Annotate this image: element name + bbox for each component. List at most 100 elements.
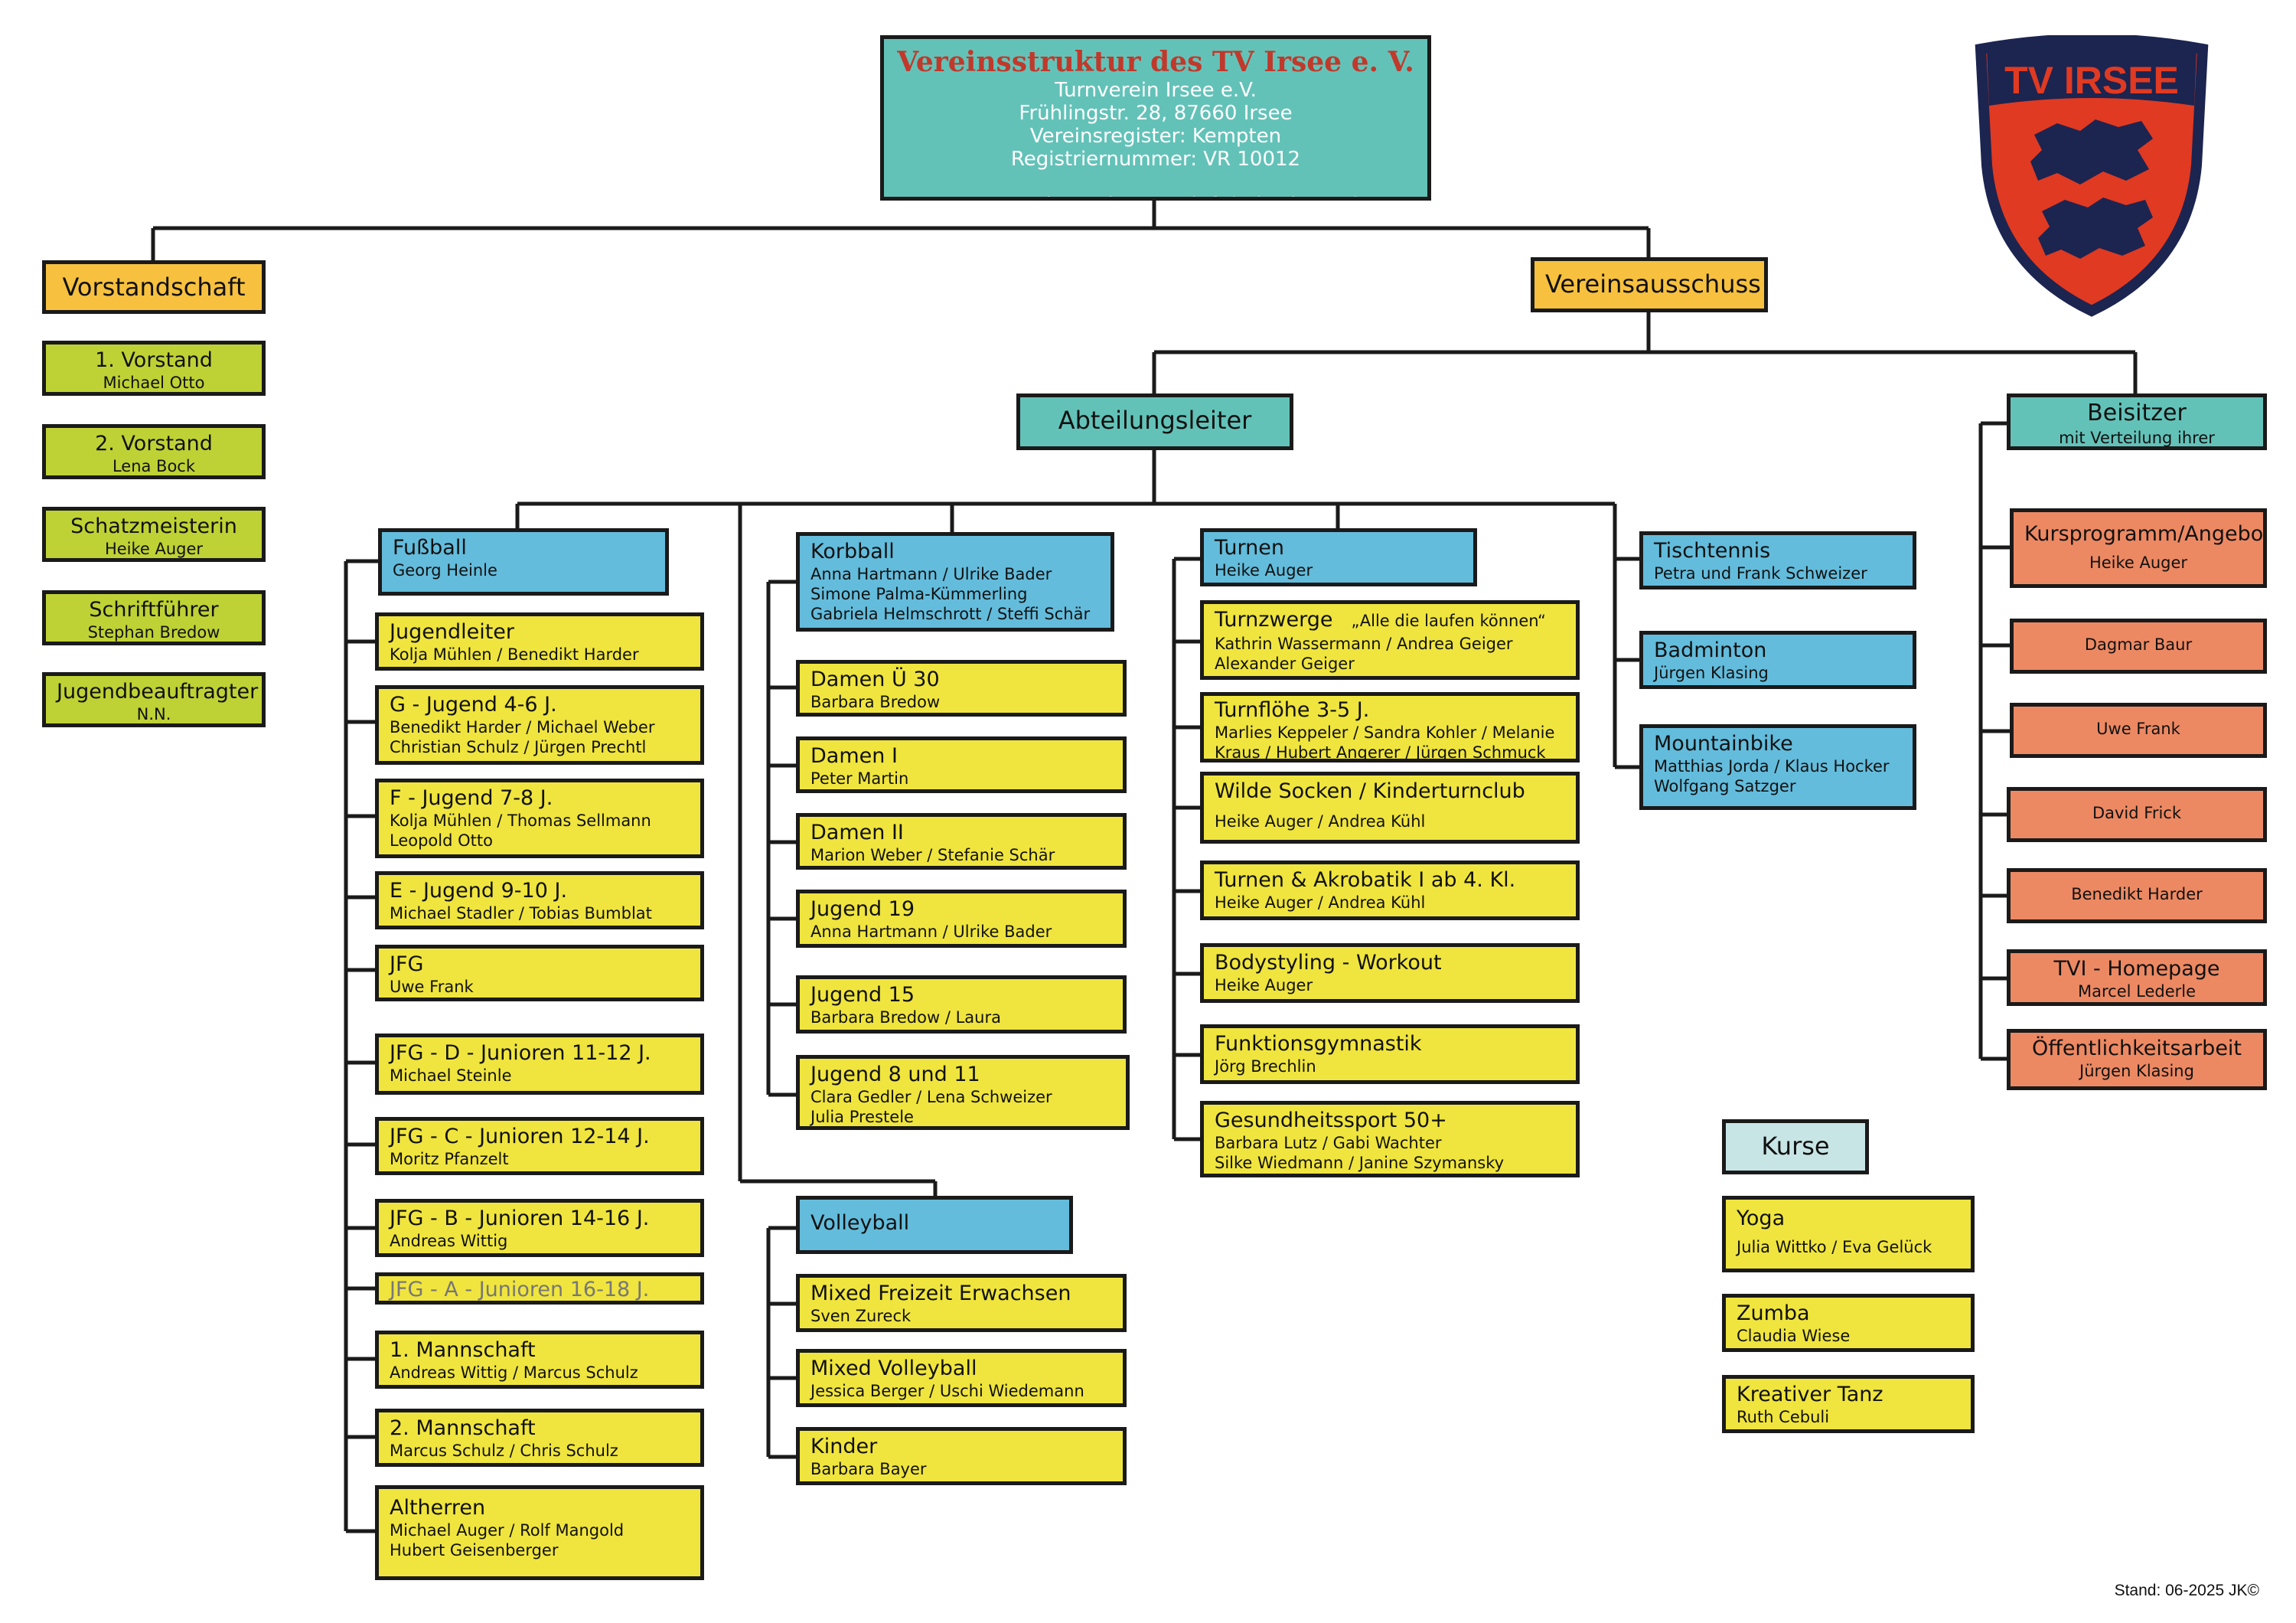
volleyball-item-3-names: Barbara Bayer: [810, 1460, 927, 1478]
fussball-item-3-names: Kolja Mühlen / Thomas Sellmann Leopold O…: [390, 812, 651, 850]
fussball-names: Georg Heinle: [393, 561, 497, 580]
turnen-item-3-names: Heike Auger / Andrea Kühl: [1215, 812, 1426, 831]
fussball-item-1: Jugendleiter Kolja Mühlen / Benedikt Har…: [375, 612, 704, 671]
volleyball-item-1-names: Sven Zureck: [810, 1307, 912, 1325]
kurse-label: Kurse: [1761, 1132, 1830, 1161]
mountainbike-title: Mountainbike: [1654, 732, 1793, 756]
jugendbeauftragter-name: N.N.: [136, 705, 171, 723]
header-line-2: Frühlingstr. 28, 87660 Irsee: [1019, 102, 1293, 125]
fussball-item-1-title: Jugendleiter: [390, 620, 514, 644]
fussball-item-4-title: E - Jugend 9-10 J.: [390, 879, 568, 903]
stand-note: Stand: 06-2025 JK©: [2114, 1582, 2259, 1599]
fussball-item-1-names: Kolja Mühlen / Benedikt Harder: [390, 645, 639, 664]
vorstand-1-box: 1. Vorstand Michael Otto: [42, 341, 266, 396]
tischtennis-box: Tischtennis Petra und Frank Schweizer: [1639, 531, 1916, 589]
kurs-item-1-names: Julia Wittko / Eva Gelück: [1737, 1238, 1932, 1256]
beisitzer-item-4-title: David Frick: [2092, 804, 2182, 822]
turnen-item-5-title: Bodystyling - Workout: [1215, 951, 1442, 975]
abteilungsleiter-label: Abteilungsleiter: [1058, 406, 1252, 435]
korbball-item-1: Damen Ü 30 Barbara Bredow: [796, 660, 1127, 717]
schriftfuehrer-box: Schriftführer Stephan Bredow: [42, 590, 266, 645]
turnen-title: Turnen: [1215, 536, 1284, 560]
badminton-box: Badminton Jürgen Klasing: [1639, 631, 1916, 689]
fussball-item-4-names: Michael Stadler / Tobias Bumblat: [390, 904, 652, 923]
turnen-item-1-title: Turnzwerge: [1215, 608, 1333, 632]
vorstandschaft-label: Vorstandschaft: [62, 273, 246, 302]
korbball-item-2: Damen I Peter Martin: [796, 736, 1127, 793]
schatzmeisterin-name: Heike Auger: [104, 540, 204, 558]
header-box: Vereinsstruktur des TV Irsee e. V. Turnv…: [880, 35, 1431, 201]
fussball-item-2-names: Benedikt Harder / Michael Weber Christia…: [390, 718, 655, 756]
mountainbike-names: Matthias Jorda / Klaus Hocker Wolfgang S…: [1654, 757, 1890, 795]
turnen-item-7-title: Gesundheitssport 50+: [1215, 1109, 1447, 1132]
beisitzer-item-3: Uwe Frank: [2010, 703, 2267, 758]
fussball-item-12: Altherren Michael Auger / Rolf Mangold H…: [375, 1485, 704, 1580]
volleyball-item-1: Mixed Freizeit Erwachsen Sven Zureck: [796, 1274, 1127, 1332]
volleyball-item-2: Mixed Volleyball Jessica Berger / Uschi …: [796, 1349, 1127, 1407]
schriftfuehrer-role: Schriftführer: [89, 598, 219, 622]
korbball-box: Korbball Anna Hartmann / Ulrike Bader Si…: [796, 532, 1114, 632]
vorstandschaft-box: Vorstandschaft: [42, 260, 266, 314]
jugendbeauftragter-box: Jugendbeauftragter N.N.: [42, 672, 266, 727]
beisitzer-item-4: David Frick: [2007, 787, 2267, 842]
kurs-item-3-title: Kreativer Tanz: [1737, 1383, 1883, 1406]
volleyball-item-3-title: Kinder: [810, 1435, 878, 1458]
beisitzer-item-7-title: Öffentlichkeitsarbeit: [2031, 1037, 2242, 1060]
turnen-item-3: Wilde Socken / Kinderturnclub Heike Auge…: [1200, 772, 1580, 844]
fussball-item-2: G - Jugend 4-6 J. Benedikt Harder / Mich…: [375, 685, 704, 765]
chart-title: Vereinsstruktur des TV Irsee e. V.: [897, 46, 1414, 78]
badminton-title: Badminton: [1654, 638, 1767, 662]
fussball-item-9: JFG - A - Junioren 16-18 J.: [375, 1272, 704, 1305]
abteilungsleiter-box: Abteilungsleiter: [1016, 394, 1293, 450]
beisitzer-sub: mit Verteilung ihrer Aufgaben: [2059, 429, 2215, 447]
korbball-item-6-names: Clara Gedler / Lena Schweizer Julia Pres…: [810, 1088, 1052, 1126]
fussball-item-11-names: Marcus Schulz / Chris Schulz: [390, 1442, 618, 1460]
volleyball-item-3: Kinder Barbara Bayer: [796, 1427, 1127, 1485]
turnen-item-6-title: Funktionsgymnastik: [1215, 1032, 1422, 1056]
korbball-item-1-names: Barbara Bredow: [810, 693, 941, 711]
fussball-item-7-title: JFG - C - Junioren 12-14 J.: [390, 1125, 650, 1148]
turnen-item-2-names: Marlies Keppeler / Sandra Kohler / Melan…: [1215, 723, 1555, 762]
kurs-item-1: Yoga Julia Wittko / Eva Gelück: [1722, 1196, 1975, 1272]
beisitzer-item-1-title: Kursprogramm/Angebote: [2024, 522, 2267, 546]
fussball-item-4: E - Jugend 9-10 J. Michael Stadler / Tob…: [375, 871, 704, 929]
beisitzer-item-6: TVI - Homepage Marcel Lederle: [2007, 949, 2267, 1006]
fussball-box: Fußball Georg Heinle: [378, 528, 669, 596]
volleyball-box: Volleyball: [796, 1196, 1073, 1254]
header-line-3: Vereinsregister: Kempten: [1029, 125, 1282, 148]
korbball-item-3-title: Damen II: [810, 821, 904, 844]
fussball-item-12-title: Altherren: [390, 1496, 486, 1520]
fussball-title: Fußball: [393, 536, 467, 560]
fussball-item-7-names: Moritz Pfanzelt: [390, 1150, 509, 1168]
beisitzer-item-1-name: Heike Auger: [2089, 554, 2188, 572]
turnen-box: Turnen Heike Auger: [1200, 528, 1477, 586]
header-website[interactable]: www.tv-irsee.de: [967, 194, 1126, 197]
header-line-1: Turnverein Irsee e.V.: [1055, 79, 1257, 102]
fussball-item-5-names: Uwe Frank: [390, 978, 474, 996]
kurs-item-2-title: Zumba: [1737, 1301, 1810, 1325]
tischtennis-title: Tischtennis: [1654, 539, 1771, 563]
fussball-item-3-title: F - Jugend 7-8 J.: [390, 786, 553, 810]
turnen-item-4-names: Heike Auger / Andrea Kühl: [1215, 893, 1426, 912]
beisitzer-item-3-title: Uwe Frank: [2096, 720, 2180, 738]
header-email[interactable]: info(at)tv-irsee.de: [1192, 194, 1371, 197]
korbball-item-3: Damen II Marion Weber / Stefanie Schär: [796, 813, 1127, 870]
fussball-item-6: JFG - D - Junioren 11-12 J. Michael Stei…: [375, 1034, 704, 1095]
korbball-item-2-title: Damen I: [810, 744, 898, 768]
beisitzer-item-6-name: Marcel Lederle: [2077, 982, 2197, 1001]
turnen-item-4: Turnen & Akrobatik I ab 4. Kl. Heike Aug…: [1200, 860, 1580, 920]
turnen-item-1-names: Kathrin Wassermann / Andrea Geiger Alexa…: [1215, 635, 1513, 673]
korbball-item-5: Jugend 15 Barbara Bredow / Laura Bartens…: [796, 975, 1127, 1034]
fussball-item-8: JFG - B - Junioren 14-16 J. Andreas Witt…: [375, 1199, 704, 1257]
beisitzer-item-2: Dagmar Baur: [2010, 619, 2267, 674]
turnen-item-3-title: Wilde Socken / Kinderturnclub: [1215, 779, 1525, 803]
fussball-item-10-names: Andreas Wittig / Marcus Schulz: [390, 1363, 638, 1382]
volleyball-item-2-title: Mixed Volleyball: [810, 1357, 977, 1380]
tischtennis-names: Petra und Frank Schweizer: [1654, 564, 1867, 583]
vorstand-2-role: 2. Vorstand: [95, 432, 213, 456]
korbball-item-4-title: Jugend 19: [810, 897, 915, 921]
korbball-item-6-title: Jugend 8 und 11: [810, 1063, 980, 1086]
volleyball-title: Volleyball: [810, 1211, 910, 1235]
vorstand-1-role: 1. Vorstand: [95, 348, 213, 372]
mountainbike-box: Mountainbike Matthias Jorda / Klaus Hock…: [1639, 724, 1916, 810]
